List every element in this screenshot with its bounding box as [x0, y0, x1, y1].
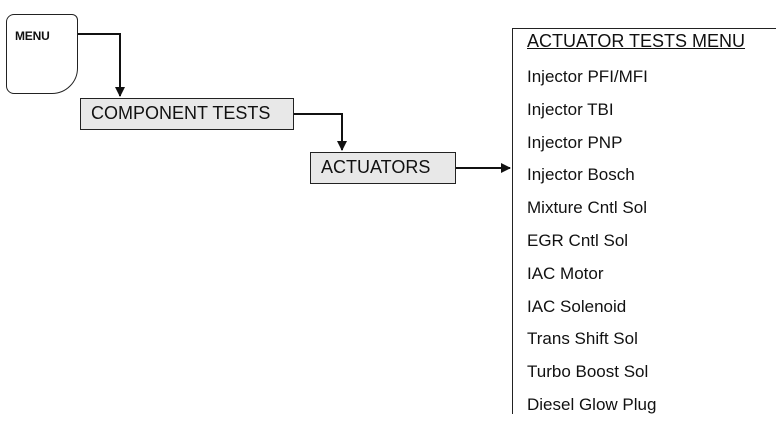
menu-item-egr-cntl-sol[interactable]: EGR Cntl Sol [527, 230, 629, 250]
menu-item-diesel-glow-plug[interactable]: Diesel Glow Plug [527, 394, 657, 414]
actuator-tests-list: Injector PFI/MFI Injector TBI Injector P… [527, 61, 656, 422]
menu-item-injector-bosch[interactable]: Injector Bosch [527, 165, 635, 185]
component-to-actuators-arrow [294, 113, 347, 151]
menu-key[interactable]: MENU [6, 14, 78, 94]
actuator-tests-menu-title: ACTUATOR TESTS MENU [527, 31, 746, 51]
menu-item-injector-pfi-mfi[interactable]: Injector PFI/MFI [527, 67, 648, 86]
menu-item-turbo-boost-sol[interactable]: Turbo Boost Sol [527, 362, 649, 382]
menu-item-trans-shift-sol[interactable]: Trans Shift Sol [527, 329, 638, 349]
actuator-tests-menu: ACTUATOR TESTS MENU Injector PFI/MFI Inj… [512, 28, 776, 414]
component-tests-box[interactable]: COMPONENT TESTS [80, 98, 294, 130]
menu-key-label: MENU [15, 29, 50, 43]
menu-item-mixture-cntl-sol[interactable]: Mixture Cntl Sol [527, 198, 647, 218]
menu-item-injector-tbi[interactable]: Injector TBI [527, 99, 614, 119]
menu-to-component-arrow [78, 33, 125, 97]
menu-item-injector-pnp[interactable]: Injector PNP [527, 132, 623, 152]
menu-item-iac-motor[interactable]: IAC Motor [527, 263, 604, 283]
actuators-box[interactable]: ACTUATORS [310, 152, 456, 184]
menu-item-iac-solenoid[interactable]: IAC Solenoid [527, 296, 627, 316]
